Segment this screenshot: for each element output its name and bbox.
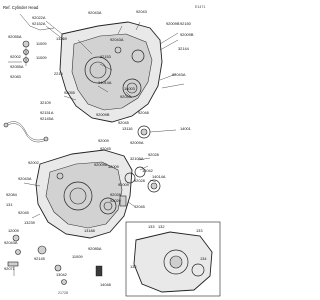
label-92009: 92009 [98, 138, 109, 143]
label-92085a: 92085A [88, 246, 102, 251]
label-92028-b: 92028 [134, 178, 145, 183]
page-code: E1471 [195, 5, 205, 9]
label-92045-c: 92045 [18, 210, 29, 215]
label-92145a: 92145A [40, 116, 54, 121]
label-92043: 92043 [136, 9, 147, 14]
label-11009-c: 11009 [72, 254, 83, 259]
label-92028-a: 92028 [148, 152, 159, 157]
label-92084: 92084 [6, 192, 18, 197]
ref-cylinder-head-callout: Ref. Cylinder Head [3, 5, 39, 10]
label-11009-a: 11009 [36, 41, 47, 46]
footer-code: 21728 [58, 291, 68, 295]
label-92150: 92150 [180, 21, 192, 26]
label-92009-b: 92009 [118, 182, 129, 187]
label-92083: 92083 [10, 74, 21, 79]
label-133-b: 133 [196, 228, 203, 233]
label-92043a-b: 92043A [110, 37, 124, 42]
label-92152a: 92152A [32, 21, 46, 26]
label-92055a-a: 92055A [8, 34, 22, 39]
breather-fittings [8, 13, 55, 66]
label-92028-c: 92028 [110, 192, 121, 197]
label-32009: 32009 [108, 164, 119, 169]
label-13042-a: 13042 [142, 168, 153, 173]
label-92145: 92145 [34, 256, 45, 261]
label-92045-b: 92045 [100, 146, 111, 151]
label-14048: 14048 [100, 282, 111, 287]
label-13116: 13116 [122, 126, 133, 131]
label-32109: 32109 [40, 100, 51, 105]
label-132-b: 132 [130, 264, 137, 269]
label-92043a-d: 92043A [18, 176, 32, 181]
label-92029: 92029 [110, 198, 121, 203]
label-14003: 14003 [124, 86, 135, 91]
label-92043a-e: 92043A [4, 240, 18, 245]
label-12009: 12009 [8, 228, 19, 233]
label-92048: 92048 [138, 110, 149, 115]
right-side-bearings [119, 125, 161, 207]
label-92045-a: 92045 [118, 120, 129, 125]
upper-crankcase [59, 21, 163, 123]
label-13269: 13269 [56, 36, 67, 41]
label-92071: 92071 [4, 266, 15, 271]
inset-detail-box [125, 221, 221, 297]
label-133-a: 133 [148, 224, 155, 229]
label-92009a-b: 92009A [94, 162, 108, 167]
label-92002: 92002 [10, 54, 21, 59]
label-13188: 13188 [84, 228, 95, 233]
label-92009a-a: 92009A [130, 140, 144, 145]
label-92153: 92153 [100, 54, 111, 59]
label-92151a: 92151A [40, 110, 54, 115]
label-92055: 92055 [64, 90, 75, 95]
label-131: 131 [6, 202, 13, 207]
label-92055a-b: 92055A [10, 64, 24, 69]
label-13239: 13239 [24, 220, 35, 225]
label-92045-d: 92045 [134, 204, 145, 209]
label-32144: 32144 [178, 46, 190, 51]
label-92022a: 92022A [32, 15, 46, 20]
label-14001: 14001 [180, 126, 191, 131]
label-92002-b: 92002 [28, 160, 39, 165]
label-14014a-b: 14014A [152, 174, 166, 179]
label-92043a-a: 92043A [88, 10, 102, 15]
lower-left-hardware [7, 234, 103, 285]
label-2216: 2216 [54, 71, 63, 76]
label-92009b-c: 92009B [96, 112, 110, 117]
label-13042-b: 13042 [56, 272, 67, 277]
label-32109a: 32109A [130, 156, 144, 161]
part-labels: 92022A 92152A 92043 92009B 92150 11009 9… [4, 9, 207, 287]
oil-pipe [3, 121, 49, 143]
label-132-a: 132 [158, 224, 165, 229]
label-92009b-b: 92009B [180, 32, 194, 37]
exploded-parts-diagram: E1471 Ref. Cylinder Head [3, 5, 221, 297]
label-92043a-c: 92043A [172, 72, 186, 77]
lower-crankcase [35, 149, 133, 239]
label-92009b-top: 92009B [166, 21, 180, 26]
label-134: 134 [200, 256, 207, 261]
label-92043-b: 92043 [120, 94, 131, 99]
label-14014a-a: 14014A [98, 80, 112, 85]
leader-lines [23, 20, 185, 219]
label-11009-b: 11009 [36, 55, 47, 60]
